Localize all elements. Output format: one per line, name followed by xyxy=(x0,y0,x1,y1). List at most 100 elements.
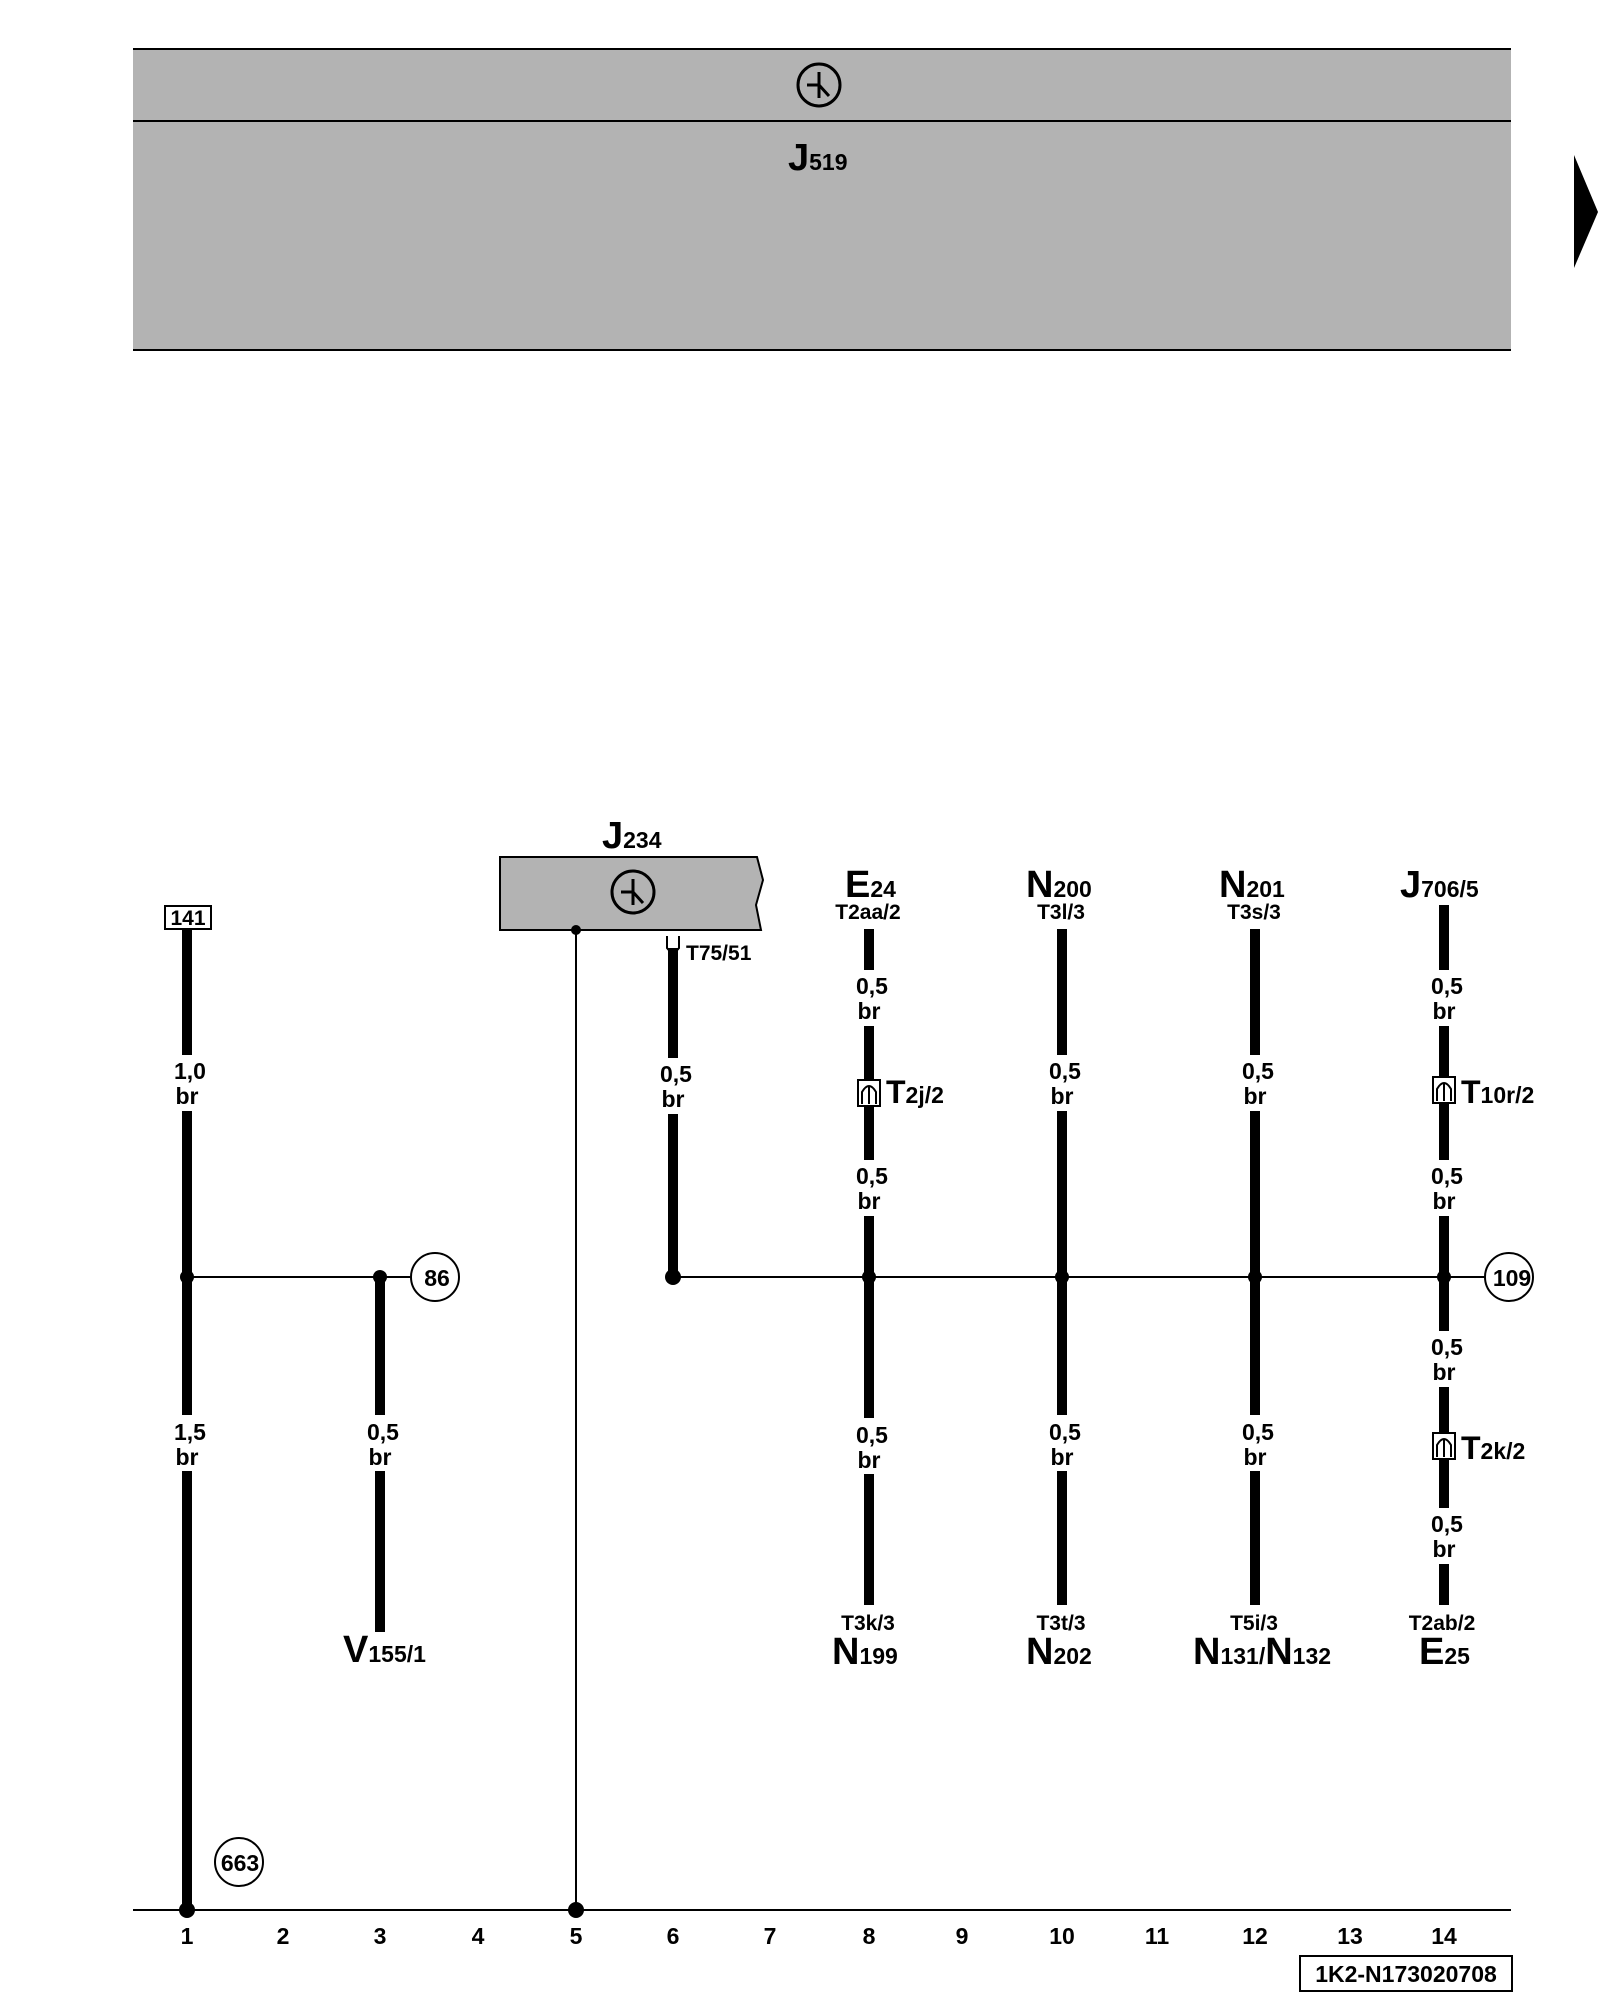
connector-t2k: T2k/2 xyxy=(1432,1430,1525,1466)
diagram-id: 1K2-N173020708 xyxy=(1315,1961,1497,1987)
connector-t10r: T10r/2 xyxy=(1432,1074,1534,1110)
svg-text:E24: E24 xyxy=(845,864,896,906)
svg-text:T5i/3: T5i/3 xyxy=(1230,1612,1278,1635)
svg-text:1,5: 1,5 xyxy=(174,1419,206,1445)
svg-text:0,5: 0,5 xyxy=(856,1422,888,1448)
svg-text:4: 4 xyxy=(472,1923,485,1949)
svg-text:6: 6 xyxy=(667,1923,680,1949)
svg-text:br: br xyxy=(1051,1444,1074,1470)
control-unit-j519: J519 xyxy=(133,48,1511,351)
svg-text:3: 3 xyxy=(374,1923,387,1949)
svg-text:br: br xyxy=(1433,998,1456,1024)
component-j706: J706/5 xyxy=(1400,864,1479,906)
svg-text:0,5: 0,5 xyxy=(1431,1163,1463,1189)
svg-text:N202: N202 xyxy=(1026,1631,1092,1673)
svg-text:2: 2 xyxy=(277,1923,290,1949)
component-n201: N201 T3s/3 xyxy=(1219,864,1285,924)
control-unit-j234: J234 T75/51 xyxy=(499,815,765,965)
svg-text:J706/5: J706/5 xyxy=(1400,864,1479,906)
j234-label: J234 xyxy=(602,815,662,857)
svg-text:T3l/3: T3l/3 xyxy=(1037,901,1085,924)
j519-label: J519 xyxy=(788,137,848,179)
svg-text:br: br xyxy=(1244,1444,1267,1470)
svg-text:V155/1: V155/1 xyxy=(343,1629,426,1671)
svg-text:0,5: 0,5 xyxy=(1049,1419,1081,1445)
svg-text:10: 10 xyxy=(1049,1923,1075,1949)
svg-text:br: br xyxy=(1244,1083,1267,1109)
column-numbers: 1 2 3 4 5 6 7 8 9 10 11 12 13 14 xyxy=(181,1923,1457,1949)
svg-text:1,0: 1,0 xyxy=(174,1058,206,1084)
svg-text:7: 7 xyxy=(764,1923,777,1949)
ground-symbol-icon xyxy=(610,869,656,915)
ref-86-label: 86 xyxy=(424,1265,450,1291)
svg-text:br: br xyxy=(176,1444,199,1470)
ref-109-label: 109 xyxy=(1493,1265,1531,1291)
junction-dot xyxy=(568,1902,584,1918)
component-n199: T3k/3 N199 xyxy=(832,1612,898,1673)
svg-text:br: br xyxy=(1051,1083,1074,1109)
svg-text:br: br xyxy=(369,1444,392,1470)
svg-text:br: br xyxy=(1433,1188,1456,1214)
svg-text:8: 8 xyxy=(863,1923,876,1949)
svg-text:N200: N200 xyxy=(1026,864,1092,906)
svg-text:T2aa/2: T2aa/2 xyxy=(835,901,900,924)
component-v155: V155/1 xyxy=(343,1629,426,1671)
svg-text:0,5: 0,5 xyxy=(1431,973,1463,999)
svg-text:br: br xyxy=(176,1083,199,1109)
ref-circle-86[interactable] xyxy=(410,1252,460,1302)
component-n131-n132: T5i/3 N131/N132 xyxy=(1193,1612,1331,1673)
svg-text:0,5: 0,5 xyxy=(1049,1058,1081,1084)
wire-labels: 1,0 br 1,5 br 0,5 br 0,5 br 0,5 br 0,5 b… xyxy=(170,970,1463,1564)
svg-text:br: br xyxy=(858,1447,881,1473)
svg-text:0,5: 0,5 xyxy=(1242,1058,1274,1084)
svg-text:br: br xyxy=(858,998,881,1024)
ground-symbol-icon xyxy=(796,62,842,108)
svg-text:N199: N199 xyxy=(832,1631,898,1673)
connector-t2j: T2j/2 xyxy=(857,1074,944,1110)
svg-text:br: br xyxy=(858,1188,881,1214)
next-page-arrow-icon[interactable] xyxy=(1574,155,1598,268)
component-e24: E24 T2aa/2 xyxy=(835,864,900,924)
svg-text:5: 5 xyxy=(570,1923,583,1949)
svg-text:T10r/2: T10r/2 xyxy=(1461,1074,1534,1110)
svg-text:br: br xyxy=(662,1086,685,1112)
svg-text:N131/N132: N131/N132 xyxy=(1193,1631,1331,1673)
svg-text:11: 11 xyxy=(1145,1923,1170,1949)
fuse-label: 141 xyxy=(170,907,205,930)
pin-socket-icon xyxy=(666,936,680,953)
svg-text:0,5: 0,5 xyxy=(1431,1334,1463,1360)
svg-text:0,5: 0,5 xyxy=(367,1419,399,1445)
diagram-id-box: 1K2-N173020708 xyxy=(1299,1955,1513,1992)
svg-text:N201: N201 xyxy=(1219,864,1285,906)
ref-663-label: 663 xyxy=(221,1850,259,1876)
junction-dot xyxy=(180,1270,194,1284)
svg-text:12: 12 xyxy=(1242,1923,1268,1949)
svg-text:T2k/2: T2k/2 xyxy=(1461,1430,1525,1466)
svg-text:br: br xyxy=(1433,1536,1456,1562)
svg-text:0,5: 0,5 xyxy=(856,973,888,999)
svg-text:9: 9 xyxy=(956,1923,969,1949)
svg-text:T2ab/2: T2ab/2 xyxy=(1409,1612,1476,1635)
svg-text:13: 13 xyxy=(1337,1923,1363,1949)
svg-text:br: br xyxy=(1433,1359,1456,1385)
svg-text:T3t/3: T3t/3 xyxy=(1036,1612,1085,1635)
svg-text:T3k/3: T3k/3 xyxy=(841,1612,895,1635)
svg-text:0,5: 0,5 xyxy=(1431,1511,1463,1537)
component-n200: N200 T3l/3 xyxy=(1026,864,1092,924)
svg-text:0,5: 0,5 xyxy=(1242,1419,1274,1445)
component-e25: T2ab/2 E25 xyxy=(1409,1612,1476,1673)
fuse-box-141 xyxy=(164,905,212,930)
svg-text:0,5: 0,5 xyxy=(856,1163,888,1189)
svg-text:0,5: 0,5 xyxy=(660,1061,692,1087)
component-n202: T3t/3 N202 xyxy=(1026,1612,1092,1673)
svg-text:1: 1 xyxy=(181,1923,194,1949)
ref-circle-109[interactable] xyxy=(1484,1252,1534,1302)
svg-text:E25: E25 xyxy=(1419,1631,1470,1673)
svg-text:T2j/2: T2j/2 xyxy=(886,1074,944,1110)
j234-pin-label: T75/51 xyxy=(686,942,752,965)
ref-circle-663[interactable] xyxy=(214,1837,264,1887)
svg-text:T3s/3: T3s/3 xyxy=(1227,901,1281,924)
svg-text:14: 14 xyxy=(1431,1923,1457,1949)
junction-dot xyxy=(571,925,581,935)
